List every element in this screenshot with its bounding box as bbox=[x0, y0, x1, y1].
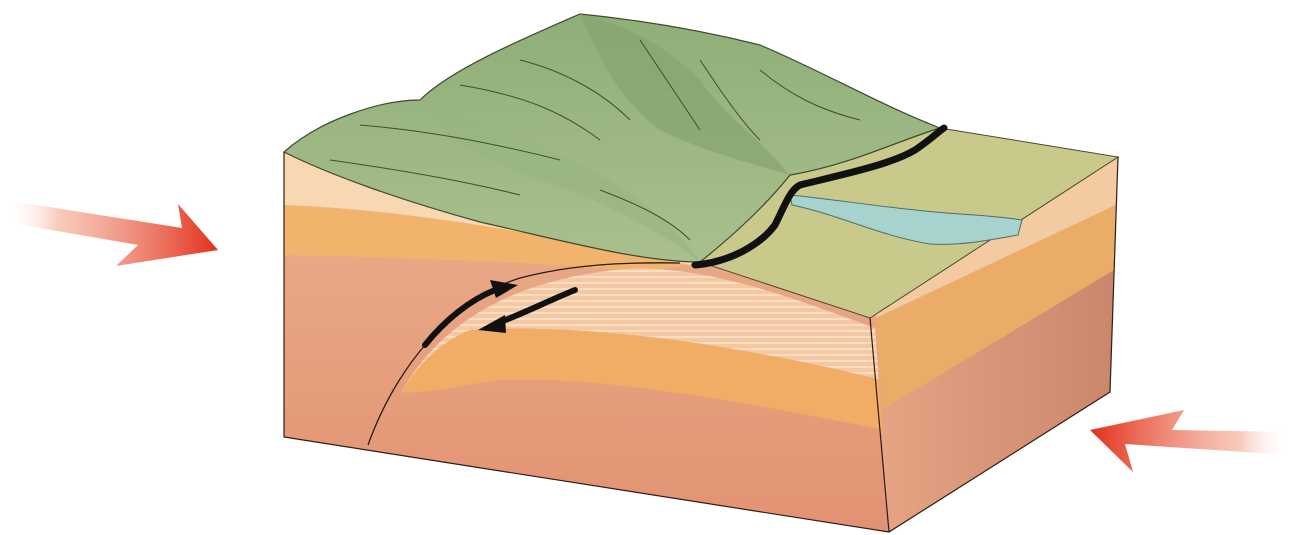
right-compression-arrow bbox=[1090, 410, 1290, 472]
left-compression-arrow bbox=[5, 200, 218, 266]
